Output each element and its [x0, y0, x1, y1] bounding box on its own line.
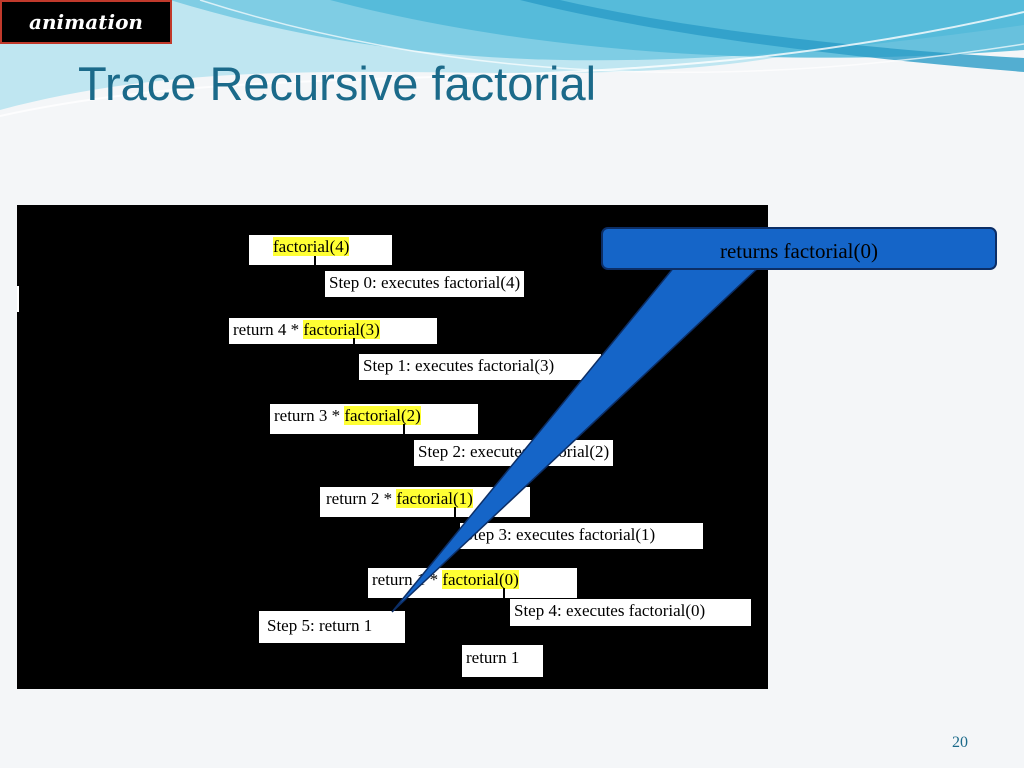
slide-title: Trace Recursive factorial — [78, 57, 597, 110]
call-factorial-1: return 2 * factorial(1) — [320, 487, 530, 517]
call-highlight: factorial(2) — [344, 406, 421, 425]
call-factorial-2: return 3 * factorial(2) — [270, 404, 478, 434]
call-highlight: factorial(1) — [396, 489, 473, 508]
call-factorial-4: factorial(4) — [249, 235, 392, 265]
call-prefix: return 1 * — [372, 570, 443, 589]
base-case-return: return 1 — [462, 645, 543, 677]
connector-tick — [454, 507, 456, 519]
call-factorial-3: return 4 * factorial(3) — [229, 318, 437, 344]
call-highlight: factorial(0) — [442, 570, 519, 589]
call-prefix: return 3 * — [274, 406, 345, 425]
page-number: 20 — [952, 734, 968, 751]
step-1-label: Step 1: executes factorial(3) — [359, 354, 601, 380]
step-0-label: Step 0: executes factorial(4) — [325, 271, 525, 297]
connector-tick — [314, 256, 316, 268]
call-highlight: factorial(4) — [273, 237, 350, 256]
connector-tick — [403, 424, 405, 436]
returns-callout: returns factorial(0) — [601, 227, 997, 270]
step-5-label: Step 5: return 1 — [259, 611, 405, 643]
call-factorial-0: return 1 * factorial(0) — [368, 568, 577, 598]
call-prefix: return 2 * — [326, 489, 397, 508]
panel-edge-mark — [17, 286, 19, 312]
animation-badge: animation — [0, 0, 172, 44]
connector-tick — [353, 338, 355, 350]
call-highlight: factorial(3) — [303, 320, 380, 339]
call-prefix: return 4 * — [233, 320, 304, 339]
connector-tick — [503, 588, 505, 600]
step-4-label: Step 4: executes factorial(0) — [510, 599, 751, 626]
step-2-label: Step 2: executes factorial(2) — [414, 440, 614, 466]
step-3-label: Step 3: executes factorial(1) — [460, 523, 703, 549]
header-swoosh-decoration — [0, 0, 1024, 117]
